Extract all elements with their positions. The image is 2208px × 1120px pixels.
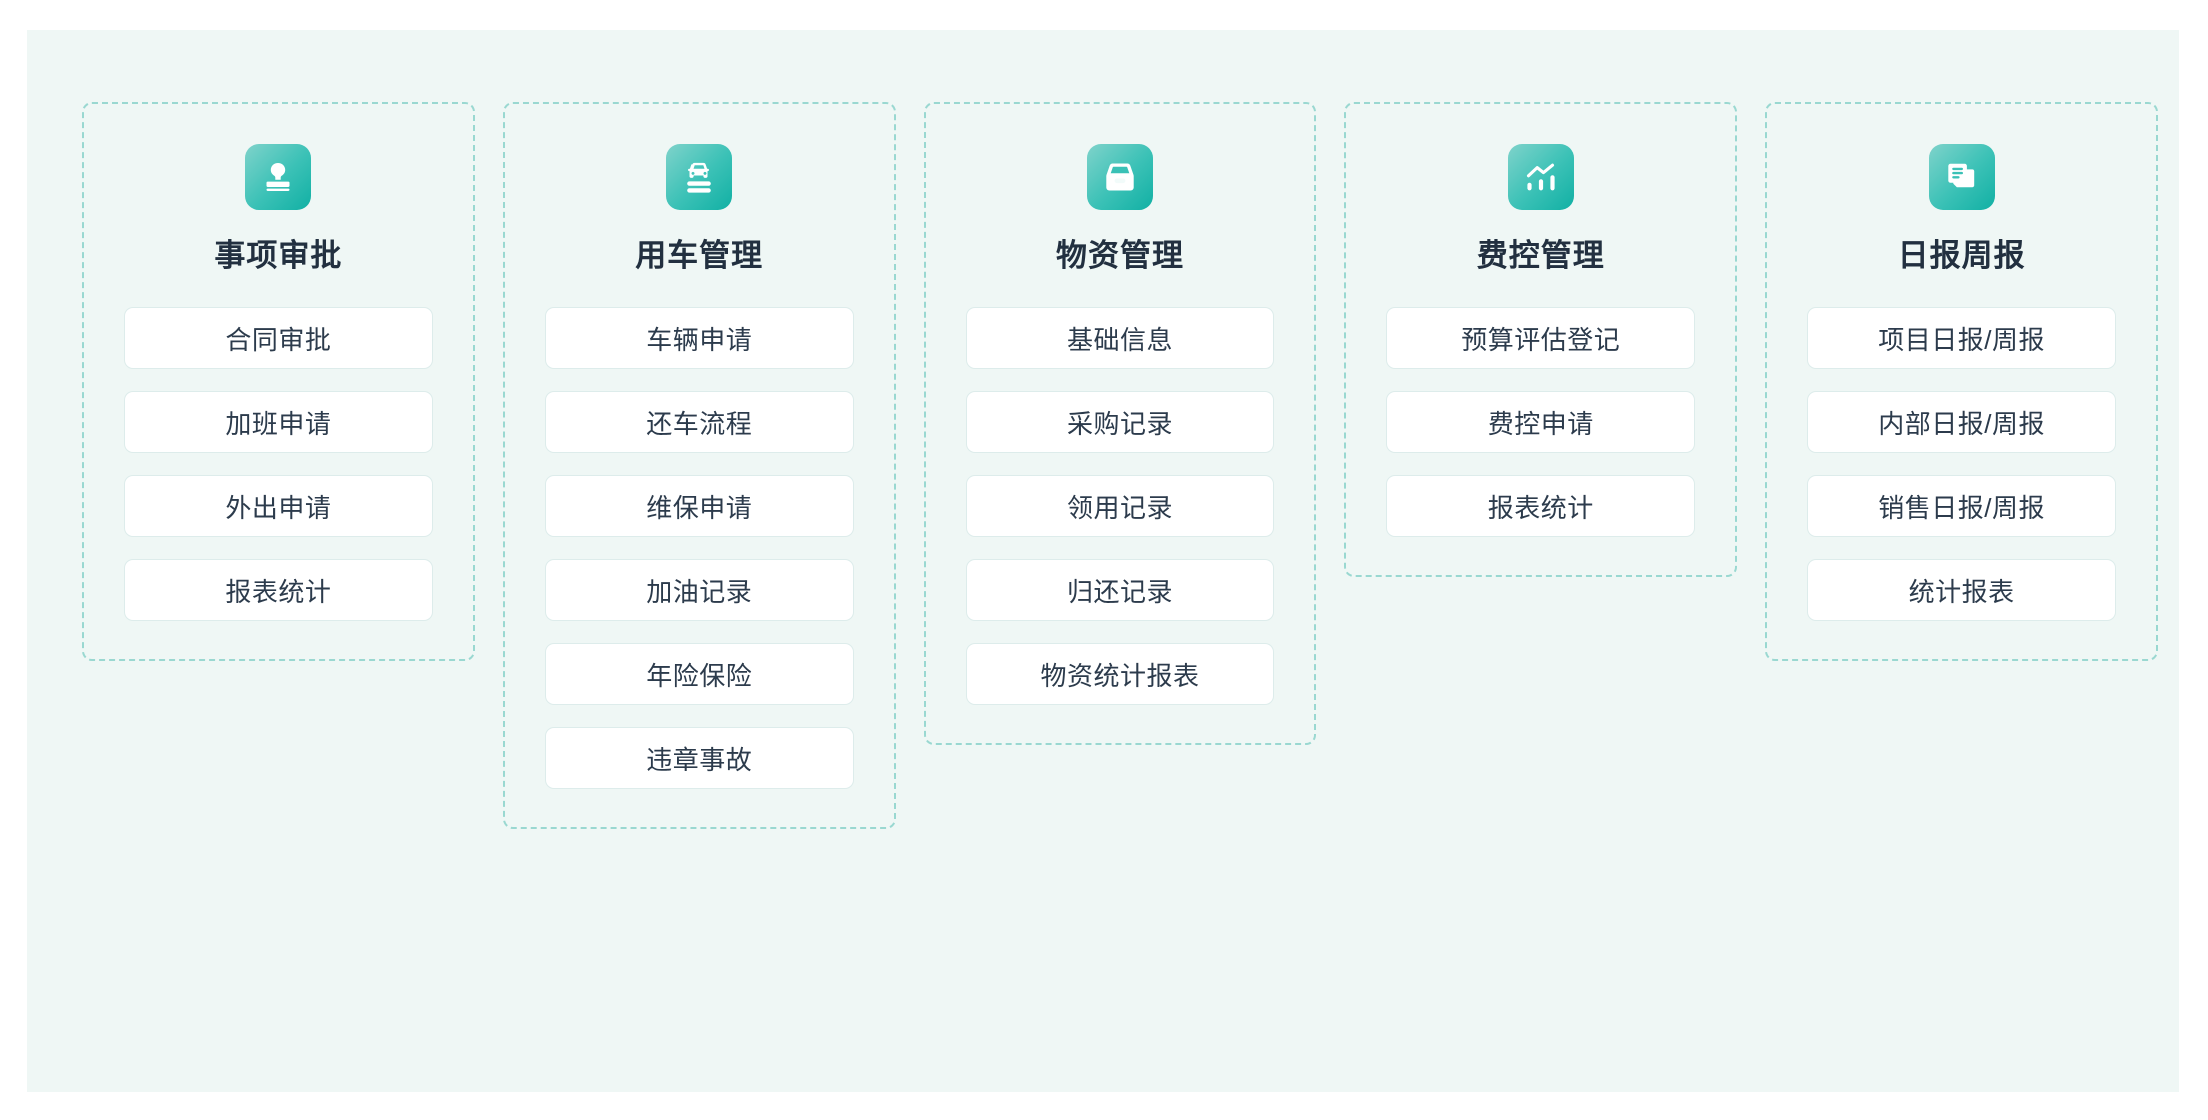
- module-item[interactable]: 外出申请: [124, 475, 433, 537]
- module-items: 预算评估登记 费控申请 报表统计: [1386, 307, 1696, 537]
- module-item[interactable]: 基础信息: [965, 307, 1275, 369]
- module-item[interactable]: 领用记录: [965, 475, 1275, 537]
- module-item[interactable]: 归还记录: [965, 559, 1275, 621]
- module-item[interactable]: 年险保险: [544, 643, 854, 705]
- module-title: 费控管理: [1476, 238, 1605, 273]
- module-item[interactable]: 合同审批: [124, 307, 433, 369]
- module-item[interactable]: 车辆申请: [544, 307, 854, 369]
- report-pages-icon: [1928, 144, 1995, 210]
- module-item[interactable]: 加油记录: [544, 559, 854, 621]
- module-column-vehicle-management: 用车管理 车辆申请 还车流程 维保申请 加油记录 年险保险 违章事故: [502, 102, 896, 829]
- module-column-daily-weekly-report: 日报周报 项目日报/周报 内部日报/周报 销售日报/周报 统计报表: [1765, 102, 2158, 661]
- module-items: 车辆申请 还车流程 维保申请 加油记录 年险保险 违章事故: [544, 307, 854, 789]
- module-items: 项目日报/周报 内部日报/周报 销售日报/周报 统计报表: [1807, 307, 2116, 621]
- module-column-supplies-management: 物资管理 基础信息 采购记录 领用记录 归还记录 物资统计报表: [923, 102, 1317, 745]
- module-item[interactable]: 内部日报/周报: [1807, 391, 2116, 453]
- module-items: 合同审批 加班申请 外出申请 报表统计: [124, 307, 433, 621]
- trend-chart-icon: [1507, 144, 1574, 210]
- module-item[interactable]: 加班申请: [124, 391, 433, 453]
- module-item[interactable]: 预算评估登记: [1386, 307, 1696, 369]
- module-item[interactable]: 统计报表: [1807, 559, 2116, 621]
- supply-box-icon: [1086, 144, 1153, 210]
- stamp-icon: [245, 144, 312, 210]
- modules-panel: 事项审批 合同审批 加班申请 外出申请 报表统计 用车管理: [27, 30, 2179, 1092]
- module-title: 事项审批: [214, 238, 343, 273]
- module-title: 日报周报: [1897, 238, 2026, 273]
- module-title: 物资管理: [1055, 238, 1184, 273]
- module-items: 基础信息 采购记录 领用记录 归还记录 物资统计报表: [965, 307, 1275, 705]
- module-column-matter-approval: 事项审批 合同审批 加班申请 外出申请 报表统计: [82, 102, 475, 661]
- module-item[interactable]: 项目日报/周报: [1807, 307, 2116, 369]
- car-document-icon: [666, 144, 733, 210]
- module-item[interactable]: 物资统计报表: [965, 643, 1275, 705]
- module-title: 用车管理: [635, 238, 764, 273]
- module-item[interactable]: 报表统计: [1386, 475, 1696, 537]
- module-item[interactable]: 费控申请: [1386, 391, 1696, 453]
- module-item[interactable]: 报表统计: [124, 559, 433, 621]
- module-column-expense-control: 费控管理 预算评估登记 费控申请 报表统计: [1344, 102, 1738, 577]
- module-item[interactable]: 还车流程: [544, 391, 854, 453]
- module-item[interactable]: 维保申请: [544, 475, 854, 537]
- modules-row: 事项审批 合同审批 加班申请 外出申请 报表统计 用车管理: [82, 102, 2158, 829]
- module-item[interactable]: 采购记录: [965, 391, 1275, 453]
- module-item[interactable]: 销售日报/周报: [1807, 475, 2116, 537]
- module-item[interactable]: 违章事故: [544, 727, 854, 789]
